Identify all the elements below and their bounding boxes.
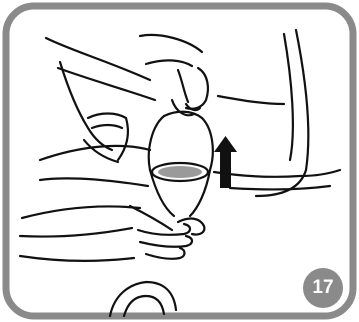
bottom-hand-lower xyxy=(20,256,134,261)
torso-right xyxy=(214,170,340,177)
bottom-hand-palm xyxy=(130,206,172,230)
step-number: 17 xyxy=(303,268,343,308)
funnel-rim-left xyxy=(149,116,164,170)
bottom-hand-finger-2 xyxy=(140,236,192,247)
top-hand-thumb xyxy=(178,70,188,102)
right-panel-inner xyxy=(284,34,293,160)
up-arrow-icon xyxy=(214,136,237,188)
funnel-body-right xyxy=(190,170,210,216)
torso-lower xyxy=(22,206,140,218)
bottom-hand-forearm xyxy=(20,228,132,237)
bottom-hand-finger-3 xyxy=(146,248,185,259)
torso-left-curve xyxy=(40,178,148,186)
bottle-neck xyxy=(110,282,176,316)
funnel-inner-shade xyxy=(158,166,202,178)
torso-upper xyxy=(40,146,150,160)
pump-body xyxy=(60,62,112,150)
right-strap xyxy=(218,96,284,104)
funnel-rim-right xyxy=(202,118,213,170)
top-hand-wrist xyxy=(140,35,202,52)
bottom-hand-thumb xyxy=(178,219,204,235)
top-hand-finger-1 xyxy=(186,68,208,109)
upper-arm-outline xyxy=(46,38,150,80)
right-panel-outer xyxy=(256,30,308,196)
top-hand-back xyxy=(146,60,192,66)
pump-shield-inner xyxy=(92,125,122,128)
torso-shadow-right xyxy=(230,186,330,189)
